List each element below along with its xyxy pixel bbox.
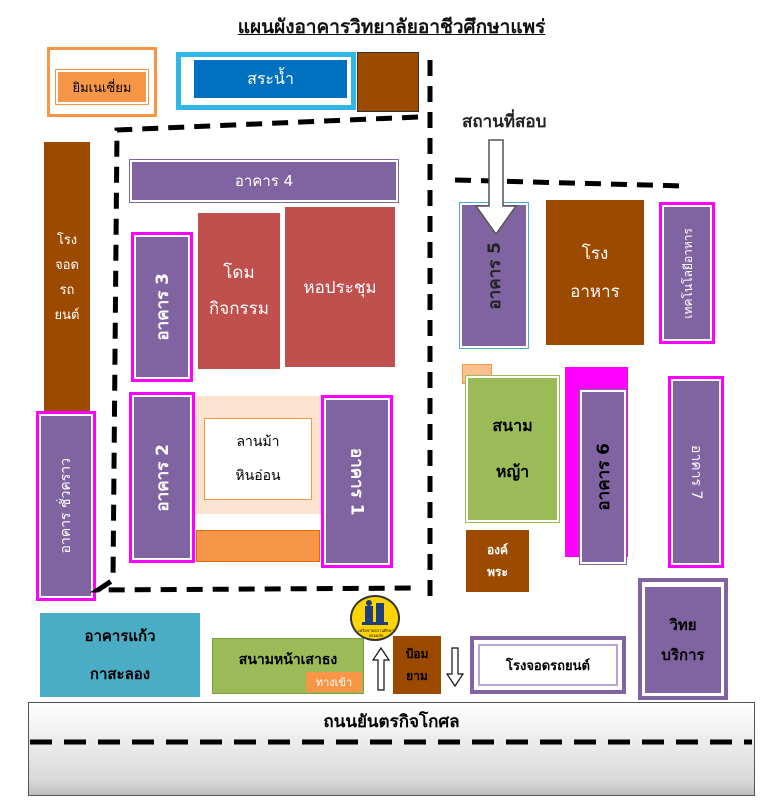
parking-left-line1: โรง xyxy=(56,233,78,248)
exam-location-label: สถานที่สอบ xyxy=(462,112,547,132)
canteen-line1: โรง xyxy=(581,243,609,264)
temporary-building-label: อาคาร ชั่วคราว xyxy=(58,458,74,554)
building-4-label: อาคาร 4 xyxy=(234,172,294,190)
guard-line2: ยาม xyxy=(406,669,428,683)
entry-arrow-icon xyxy=(371,646,391,691)
glass-line1: อาคารแก้ว xyxy=(84,627,156,645)
shrine: องค์ พระ xyxy=(466,530,529,592)
lawn-line1: สนาม xyxy=(492,416,533,435)
building-4: อาคาร 4 xyxy=(129,159,399,203)
road xyxy=(28,702,755,796)
building-6-label: อาคาร 6 xyxy=(593,443,614,511)
parking-left-line4: ยนต์ xyxy=(54,308,80,323)
pool-label: สระน้ำ xyxy=(247,68,294,88)
safe-school-logo: เครือข่ายสถานศึกษาปลอดภัย xyxy=(350,595,400,641)
service-line1: วิทย xyxy=(669,616,697,634)
building-7-label: อาคาร 7 xyxy=(688,444,704,500)
canteen-line2: อาหาร xyxy=(570,281,620,302)
temporary-building: อาคาร ชั่วคราว xyxy=(36,411,96,601)
parking-right: โรงจอดรถยนต์ xyxy=(470,636,626,694)
parking-left-line3: รถ xyxy=(59,283,75,298)
building-3: อาคาร 3 xyxy=(131,232,193,382)
brown-shed-top xyxy=(357,52,419,112)
building-3-label: อาคาร 3 xyxy=(152,273,173,341)
food-tech-building: เทคโนโลยีอาหาร xyxy=(659,202,715,344)
lawn-line2: หญ้า xyxy=(495,462,530,481)
entrance-label-box: ทางเข้า xyxy=(306,672,362,692)
activity-dome: โดม กิจกรรม xyxy=(198,213,280,369)
page-title: แผนผังอาคารวิทยาลัยอาชีวศึกษาแพร่ xyxy=(237,16,546,38)
road-label: ถนนยันตรกิจโกศล xyxy=(323,711,460,732)
safe-school-logo-icon xyxy=(362,600,388,625)
road-name: ถนนยันตรกิจโกศล xyxy=(28,708,755,734)
food-tech-label: เทคโนโลยีอาหาร xyxy=(680,227,695,319)
guard-line1: ป้อม xyxy=(405,647,429,661)
dome-line1: โดม xyxy=(223,263,255,283)
glass-building: อาคารแก้ว กาสะลอง xyxy=(40,613,200,697)
service-line2: บริการ xyxy=(661,646,705,664)
gym-building: ยิมเนเซี่ยม xyxy=(55,69,149,105)
shrine-line2: พระ xyxy=(487,565,508,579)
flagpole-field-label: สนามหน้าเสาธง xyxy=(238,652,338,668)
boundary-line xyxy=(454,177,686,189)
marble-courtyard: ลานม้า หินอ่อน xyxy=(204,418,312,500)
shrine-line1: องค์ xyxy=(486,543,509,557)
hall-label: หอประชุม xyxy=(303,277,377,298)
courtyard-line2: หินอ่อน xyxy=(235,468,281,484)
orange-strip xyxy=(196,530,320,562)
guard-booth: ป้อม ยาม xyxy=(393,636,441,694)
parking-left-line2: จอด xyxy=(55,258,79,273)
building-5-label: อาคาร 5 xyxy=(484,241,505,310)
dome-line2: กิจกรรม xyxy=(208,299,269,319)
assembly-hall: หอประชุม xyxy=(285,207,395,367)
courtyard-line1: ลานม้า xyxy=(236,434,280,450)
building-2-label: อาคาร 2 xyxy=(152,443,173,512)
building-5: อาคาร 5 xyxy=(459,202,529,349)
gym-label: ยิมเนเซี่ยม xyxy=(72,80,132,96)
building-6: อาคาร 6 xyxy=(579,389,627,565)
glass-line2: กาสะลอง xyxy=(89,665,151,683)
building-2: อาคาร 2 xyxy=(129,392,195,563)
building-7: อาคาร 7 xyxy=(668,376,724,568)
entrance-label: ทางเข้า xyxy=(315,676,353,689)
building-1: อาคาร 1 xyxy=(321,395,393,568)
exit-arrow-icon xyxy=(445,647,465,688)
lawn-field: สนาม หญ้า xyxy=(465,375,560,523)
pool: สระน้ำ xyxy=(194,60,347,98)
parking-left: โรง จอด รถ ยนต์ xyxy=(44,142,90,414)
service-building: วิทย บริการ xyxy=(645,587,721,693)
canteen: โรง อาหาร xyxy=(546,200,644,345)
building-1-label: อาคาร 1 xyxy=(346,447,367,516)
parking-right-label: โรงจอดรถยนต์ xyxy=(506,658,590,674)
logo-caption: เครือข่ายสถานศึกษาปลอดภัย xyxy=(358,628,394,638)
